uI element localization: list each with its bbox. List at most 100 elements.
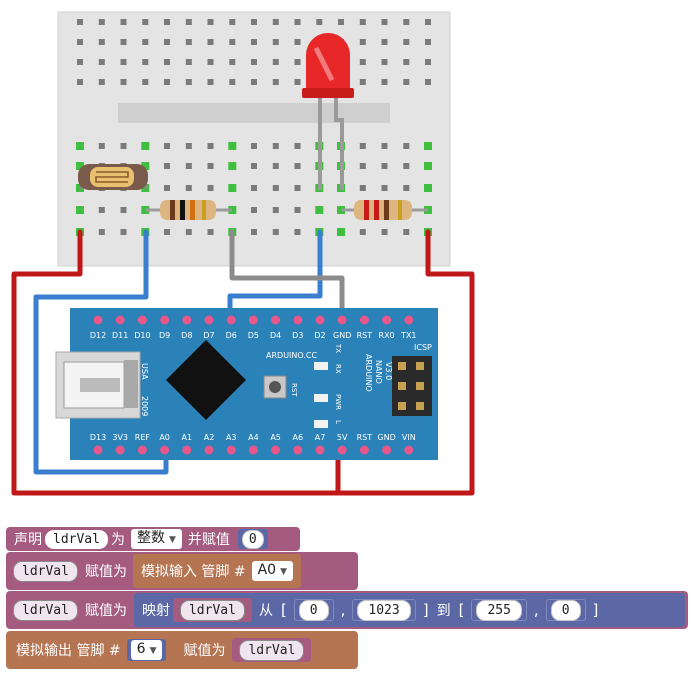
pin-label: D12	[90, 331, 106, 340]
breadboard-hole	[185, 185, 192, 191]
board-pin	[226, 315, 236, 325]
breadboard-hole	[359, 229, 366, 235]
wire-red-right	[335, 229, 475, 496]
to-low-field[interactable]: 255	[476, 599, 522, 621]
breadboard-hole-connected	[228, 142, 237, 150]
wire-red-left	[11, 229, 341, 496]
breadboard-hole	[272, 39, 279, 45]
breadboard-hole	[142, 79, 149, 85]
breadboard-hole	[294, 207, 301, 213]
board-pin	[248, 445, 258, 455]
analog-write-block[interactable]: 模拟输出 管脚 # 6▼ 赋值为 ldrVal	[6, 631, 358, 669]
initial-value-field[interactable]: 0	[241, 529, 264, 549]
pin-label: TX1	[400, 331, 416, 340]
breadboard-hole	[272, 79, 279, 85]
board-pin	[315, 445, 325, 455]
breadboard-hole	[251, 19, 257, 25]
assign-target-variable[interactable]: ldrVal	[13, 599, 78, 621]
brand-label: ARDUINO.CC	[266, 351, 317, 360]
assign-analog-read-block[interactable]: ldrVal 赋值为 模拟输入 管脚 # A0▼	[6, 552, 358, 590]
breadboard-hole	[164, 19, 170, 25]
map-input-variable[interactable]: ldrVal	[179, 599, 245, 621]
write-value-slot: ldrVal	[232, 638, 312, 662]
analog-read-block[interactable]: 模拟输入 管脚 # A0▼	[132, 554, 302, 588]
pin-label: GND	[377, 433, 395, 442]
pin-label: D11	[112, 331, 128, 340]
map-block[interactable]: 映射 ldrVal 从 [ 0 , 1023 ] 到 [ 255 , 0 ]	[133, 593, 685, 627]
write-value-variable[interactable]: ldrVal	[239, 639, 305, 661]
breadboard-hole	[359, 79, 366, 85]
open-bracket: [	[280, 601, 287, 619]
model-label-1: ARDUINO	[364, 354, 373, 392]
breadboard-hole	[98, 207, 105, 213]
breadboard-hole	[294, 229, 301, 235]
breadboard-hole	[294, 143, 301, 149]
breadboard-hole	[272, 19, 279, 25]
board-pin	[404, 315, 414, 325]
pin-label: A2	[204, 433, 215, 442]
pin-label: A5	[270, 433, 281, 442]
pin-label: A7	[315, 433, 326, 442]
wire-blue-a0	[33, 229, 169, 475]
declare-keyword: 声明	[14, 532, 42, 548]
breadboard-hole	[381, 39, 388, 45]
board-pin	[115, 445, 125, 455]
breadboard-hole	[359, 39, 366, 45]
breadboard-hole-connected	[228, 184, 237, 192]
resistor-left	[146, 200, 232, 220]
breadboard-hole	[359, 59, 366, 65]
breadboard-hole-connected	[76, 206, 84, 214]
model-label-3: V3.0	[384, 362, 393, 380]
breadboard-hole	[251, 163, 257, 169]
board-pin	[93, 315, 103, 325]
close-bracket: ]	[592, 601, 599, 619]
breadboard-hole	[77, 59, 83, 65]
led-pwr-label: PWR	[334, 394, 342, 410]
board-pin	[337, 315, 347, 325]
breadboard-hole-connected	[76, 162, 84, 170]
breadboard-hole	[142, 39, 149, 45]
pin-label: 5V	[337, 433, 348, 442]
pin-label: D13	[90, 433, 106, 442]
board-pin	[137, 445, 147, 455]
breadboard-hole	[425, 79, 431, 85]
breadboard-hole	[403, 163, 410, 169]
pin-label: D3	[292, 331, 303, 340]
breadboard-hole	[77, 39, 83, 45]
led-l-label: L	[334, 420, 342, 424]
breadboard-hole-connected	[76, 142, 84, 150]
resistor-right	[342, 200, 428, 220]
breadboard-hole	[338, 19, 344, 25]
assign-target-variable[interactable]: ldrVal	[13, 560, 78, 582]
breadboard-hole	[403, 79, 410, 85]
pin-label: A3	[226, 433, 237, 442]
breadboard-hole	[381, 19, 388, 25]
breadboard-hole	[251, 185, 257, 191]
breadboard-hole	[207, 19, 214, 25]
breadboard-hole	[294, 185, 301, 191]
breadboard-hole	[272, 59, 279, 65]
assign-map-block[interactable]: ldrVal 赋值为 映射 ldrVal 从 [ 0 , 1023 ] 到 [ …	[6, 591, 688, 629]
breadboard-hole	[403, 185, 410, 191]
from-low-field[interactable]: 0	[298, 599, 329, 621]
breadboard-hole	[120, 207, 127, 213]
breadboard-hole	[120, 143, 127, 149]
breadboard-hole	[207, 185, 214, 191]
variable-name-field[interactable]: ldrVal	[45, 529, 108, 549]
pin-label: RX0	[379, 331, 395, 340]
breadboard-hole-connected	[337, 206, 345, 214]
analog-pin-dropdown[interactable]: A0▼	[251, 561, 294, 581]
pwm-pin-dropdown[interactable]: 6▼	[130, 640, 163, 660]
breadboard-hole	[294, 39, 301, 45]
breadboard-hole	[164, 39, 170, 45]
declare-variable-block[interactable]: 声明 ldrVal 为 整数▼ 并赋值 0	[6, 527, 300, 551]
open-bracket: [	[458, 601, 465, 619]
led-tx-label: TX	[334, 343, 342, 353]
analog-read-label: 模拟输入 管脚 #	[140, 564, 246, 580]
type-dropdown[interactable]: 整数▼	[130, 529, 182, 549]
breadboard-hole	[98, 19, 105, 25]
breadboard-hole	[381, 229, 388, 235]
from-high-field[interactable]: 1023	[357, 599, 411, 621]
to-high-field[interactable]: 0	[550, 599, 581, 621]
pin-label: A4	[248, 433, 259, 442]
